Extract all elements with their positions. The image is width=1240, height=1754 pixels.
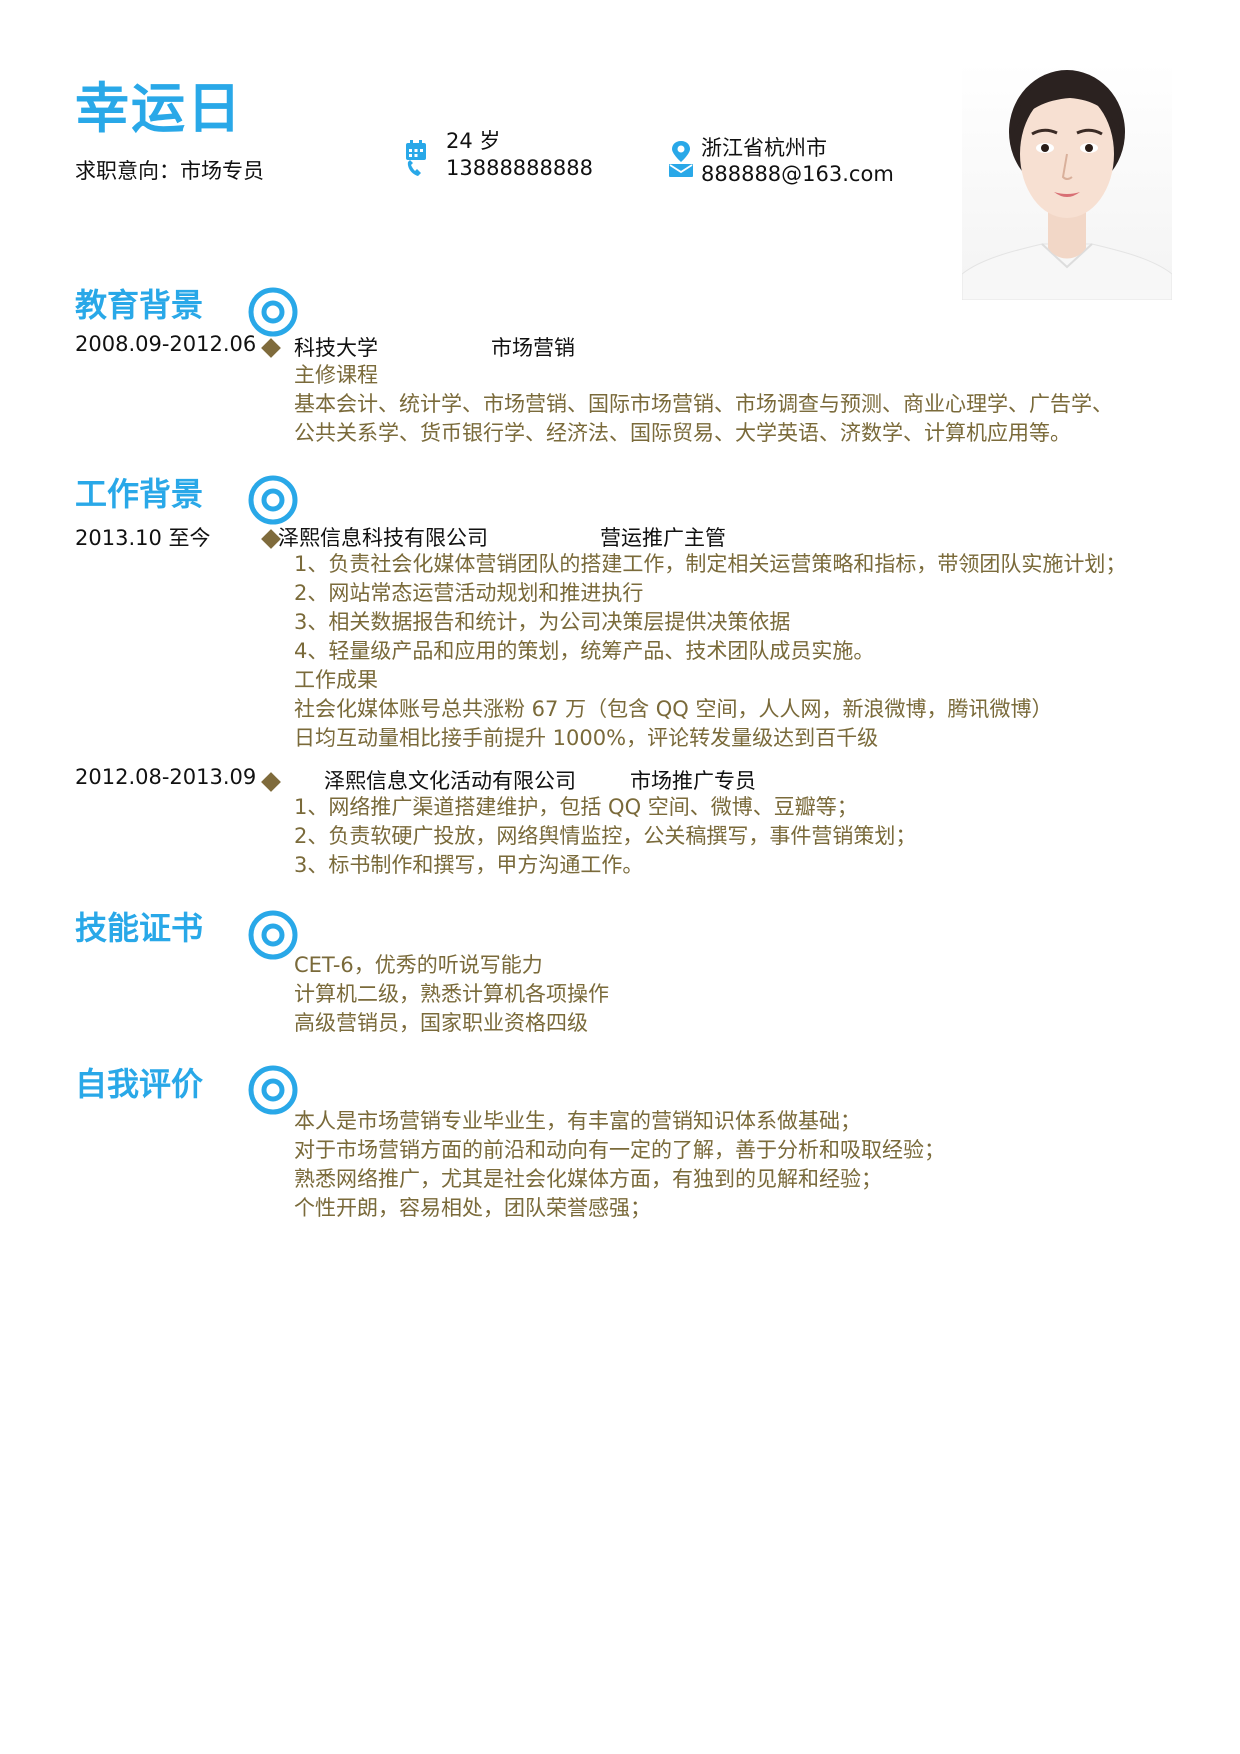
job-line: 工作成果 — [294, 668, 378, 692]
company-name: 泽熙信息文化活动有限公司 — [324, 769, 576, 793]
major-name: 市场营销 — [491, 336, 575, 360]
job-line: 1、负责社会化媒体营销团队的搭建工作，制定相关运营策略和指标，带领团队实施计划； — [294, 552, 1127, 576]
self-line: 本人是市场营销专业毕业生，有丰富的营销知识体系做基础； — [294, 1109, 861, 1133]
diamond-bullet-icon — [261, 772, 281, 792]
location-text: 浙江省杭州市 — [701, 136, 827, 160]
skill-line: CET-6，优秀的听说写能力 — [294, 953, 543, 977]
calendar-phone-icon — [406, 140, 426, 176]
courses-label: 主修课程 — [294, 363, 378, 387]
skill-line: 高级营销员，国家职业资格四级 — [294, 1011, 588, 1035]
age-text: 24 岁 — [446, 129, 501, 153]
skill-line: 计算机二级，熟悉计算机各项操作 — [294, 982, 609, 1006]
job-position: 营运推广主管 — [600, 526, 726, 550]
self-line: 对于市场营销方面的前沿和动向有一定的了解，善于分析和吸取经验； — [294, 1138, 945, 1162]
courses-line: 基本会计、统计学、市场营销、国际市场营销、市场调查与预测、商业心理学、广告学、 — [294, 392, 1113, 416]
job-date: 2012.08-2013.09 — [75, 765, 257, 789]
job-line: 4、轻量级产品和应用的策划，统筹产品、技术团队成员实施。 — [294, 639, 875, 663]
phone-text: 13888888888 — [446, 156, 593, 180]
target-icon — [248, 287, 298, 337]
education-date: 2008.09-2012.06 — [75, 332, 257, 356]
work-title: 工作背景 — [75, 475, 204, 513]
job-line: 日均互动量相比接手前提升 1000%，评论转发量级达到百千级 — [294, 726, 879, 750]
candidate-name: 幸运日 — [75, 77, 243, 140]
company-name: 泽熙信息科技有限公司 — [278, 526, 488, 550]
job-line: 3、标书制作和撰写，甲方沟通工作。 — [294, 853, 644, 877]
job-position: 市场推广专员 — [630, 769, 756, 793]
self-line: 熟悉网络推广，尤其是社会化媒体方面，有独到的见解和经验； — [294, 1167, 882, 1191]
job-line: 2、负责软硬广投放，网络舆情监控，公关稿撰写，事件营销策划； — [294, 824, 917, 848]
profile-photo — [962, 62, 1172, 300]
target-icon — [248, 1065, 298, 1115]
job-line: 3、相关数据报告和统计，为公司决策层提供决策依据 — [294, 610, 791, 634]
diamond-bullet-icon — [261, 338, 281, 358]
education-title: 教育背景 — [75, 286, 204, 324]
skills-title: 技能证书 — [75, 909, 204, 947]
job-intent: 求职意向：市场专员 — [75, 159, 264, 183]
job-line: 1、网络推广渠道搭建维护，包括 QQ 空间、微博、豆瓣等； — [294, 795, 858, 819]
target-icon — [248, 475, 298, 525]
target-icon — [248, 910, 298, 960]
self-title: 自我评价 — [75, 1065, 204, 1103]
job-date: 2013.10 至今 — [75, 526, 211, 550]
self-line: 个性开朗，容易相处，团队荣誉感强； — [294, 1196, 651, 1220]
email-text: 888888@163.com — [701, 162, 894, 186]
job-line: 2、网站常态运营活动规划和推进执行 — [294, 581, 644, 605]
school-name: 科技大学 — [294, 336, 378, 360]
location-mail-icon — [669, 141, 693, 177]
courses-line: 公共关系学、货币银行学、经济法、国际贸易、大学英语、济数学、计算机应用等。 — [294, 421, 1071, 445]
job-line: 社会化媒体账号总共涨粉 67 万（包含 QQ 空间，人人网，新浪微博，腾讯微博） — [294, 697, 1053, 721]
